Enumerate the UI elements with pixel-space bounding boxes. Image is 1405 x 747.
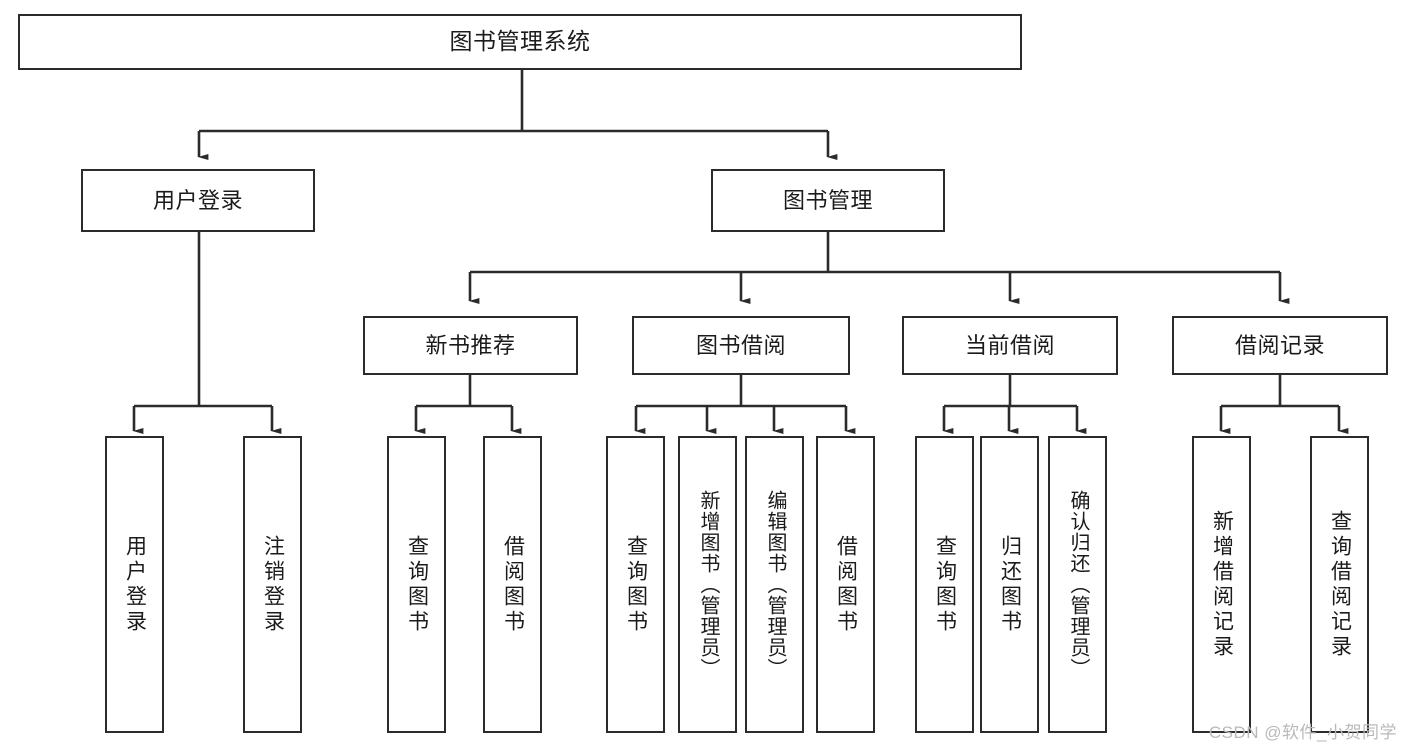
node-leaf-query-book-recommend[interactable]: 查询图书 [387, 436, 446, 733]
node-label: 确认归还（管理员） [1067, 490, 1089, 679]
node-leaf-add-book-admin[interactable]: 新增图书（管理员） [678, 436, 737, 733]
node-root-book-management-system[interactable]: 图书管理系统 [18, 14, 1022, 70]
node-label: 图书借阅 [695, 332, 786, 358]
node-label: 借阅图书 [501, 534, 525, 635]
node-label: 当前借阅 [964, 332, 1055, 358]
node-label: 借阅图书 [834, 534, 858, 635]
node-label: 编辑图书（管理员） [764, 490, 786, 679]
node-leaf-user-login[interactable]: 用户登录 [105, 436, 164, 733]
node-borrow-record[interactable]: 借阅记录 [1172, 316, 1388, 375]
node-leaf-query-book-borrow[interactable]: 查询图书 [606, 436, 665, 733]
node-leaf-logout[interactable]: 注销登录 [243, 436, 302, 733]
watermark: CSDN @软件_小贺同学 [1208, 723, 1397, 742]
node-current-borrow[interactable]: 当前借阅 [902, 316, 1118, 375]
node-label: 用户登录 [123, 534, 147, 635]
node-label: 查询借阅记录 [1328, 509, 1352, 660]
node-book-management[interactable]: 图书管理 [711, 169, 945, 232]
node-label: 图书管理 [782, 187, 873, 213]
node-leaf-borrow-book[interactable]: 借阅图书 [816, 436, 875, 733]
node-leaf-query-book-current[interactable]: 查询图书 [915, 436, 974, 733]
node-leaf-query-borrow-record[interactable]: 查询借阅记录 [1310, 436, 1369, 733]
node-book-borrow[interactable]: 图书借阅 [632, 316, 850, 375]
node-label: 用户登录 [152, 187, 243, 213]
node-label: 借阅记录 [1234, 332, 1325, 358]
node-leaf-edit-book-admin[interactable]: 编辑图书（管理员） [745, 436, 804, 733]
node-label: 新增借阅记录 [1210, 509, 1234, 660]
node-label: 查询图书 [624, 534, 648, 635]
node-label: 新书推荐 [425, 332, 516, 358]
node-label: 图书管理系统 [449, 28, 591, 55]
node-leaf-confirm-return-admin[interactable]: 确认归还（管理员） [1048, 436, 1107, 733]
node-label: 查询图书 [405, 534, 429, 635]
node-leaf-add-borrow-record[interactable]: 新增借阅记录 [1192, 436, 1251, 733]
node-label: 归还图书 [998, 534, 1022, 635]
node-label: 注销登录 [261, 534, 285, 635]
node-leaf-borrow-book-recommend[interactable]: 借阅图书 [483, 436, 542, 733]
node-label: 查询图书 [933, 534, 957, 635]
node-label: 新增图书（管理员） [697, 490, 719, 679]
node-new-book-recommend[interactable]: 新书推荐 [363, 316, 578, 375]
node-user-login[interactable]: 用户登录 [81, 169, 315, 232]
node-leaf-return-book[interactable]: 归还图书 [980, 436, 1039, 733]
